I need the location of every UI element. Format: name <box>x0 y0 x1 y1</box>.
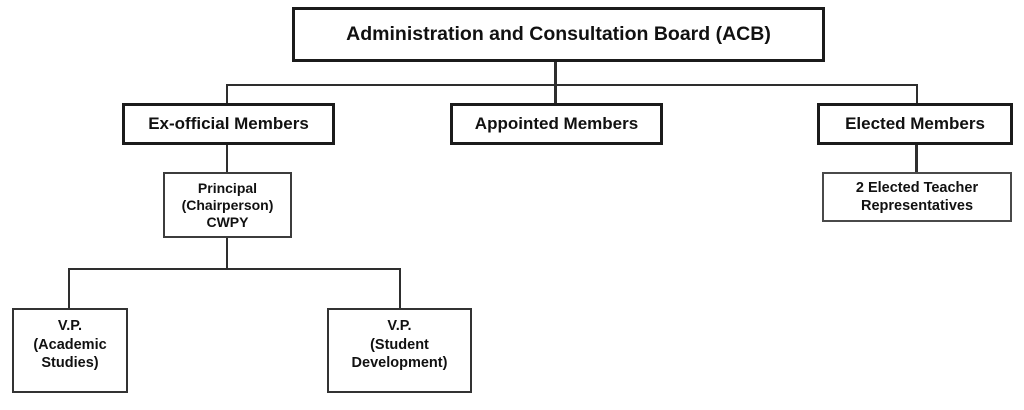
connector-acb-to-appointed <box>554 62 557 103</box>
connector-principal-stem <box>226 237 228 270</box>
node-appointed-members: Appointed Members <box>450 103 663 145</box>
node-elected-teacher-representatives: 2 Elected Teacher Representatives <box>822 172 1012 222</box>
node-principal-chairperson-label: Principal (Chairperson) CWPY <box>181 179 274 230</box>
node-ex-official-members: Ex-official Members <box>122 103 335 145</box>
node-elected-members-label: Elected Members <box>845 114 985 133</box>
node-elected-teacher-representatives-label: 2 Elected Teacher Representatives <box>855 180 979 214</box>
node-elected-members: Elected Members <box>817 103 1013 145</box>
connector-elected-to-teacher-reps <box>915 145 918 172</box>
connector-level2-horizontal <box>226 84 918 86</box>
node-vp-academic-studies-label: V.P. (Academic Studies) <box>33 318 107 371</box>
connector-stub-vp-academic <box>68 268 70 308</box>
node-acb-label: Administration and Consultation Board (A… <box>346 23 771 45</box>
node-appointed-members-label: Appointed Members <box>474 114 639 133</box>
node-ex-official-members-label: Ex-official Members <box>148 114 309 133</box>
node-vp-academic-studies: V.P. (Academic Studies) <box>12 308 128 393</box>
node-principal-chairperson: Principal (Chairperson) CWPY <box>163 172 292 238</box>
node-acb: Administration and Consultation Board (A… <box>292 7 825 62</box>
connector-stub-elected <box>916 84 918 103</box>
node-vp-student-development: V.P. (Student Development) <box>327 308 472 393</box>
connector-stub-ex-official <box>226 84 228 103</box>
connector-ex-official-to-principal <box>226 145 228 172</box>
node-vp-student-development-label: V.P. (Student Development) <box>351 318 448 371</box>
connector-stub-vp-student <box>399 268 401 308</box>
connector-vp-horizontal <box>68 268 401 270</box>
